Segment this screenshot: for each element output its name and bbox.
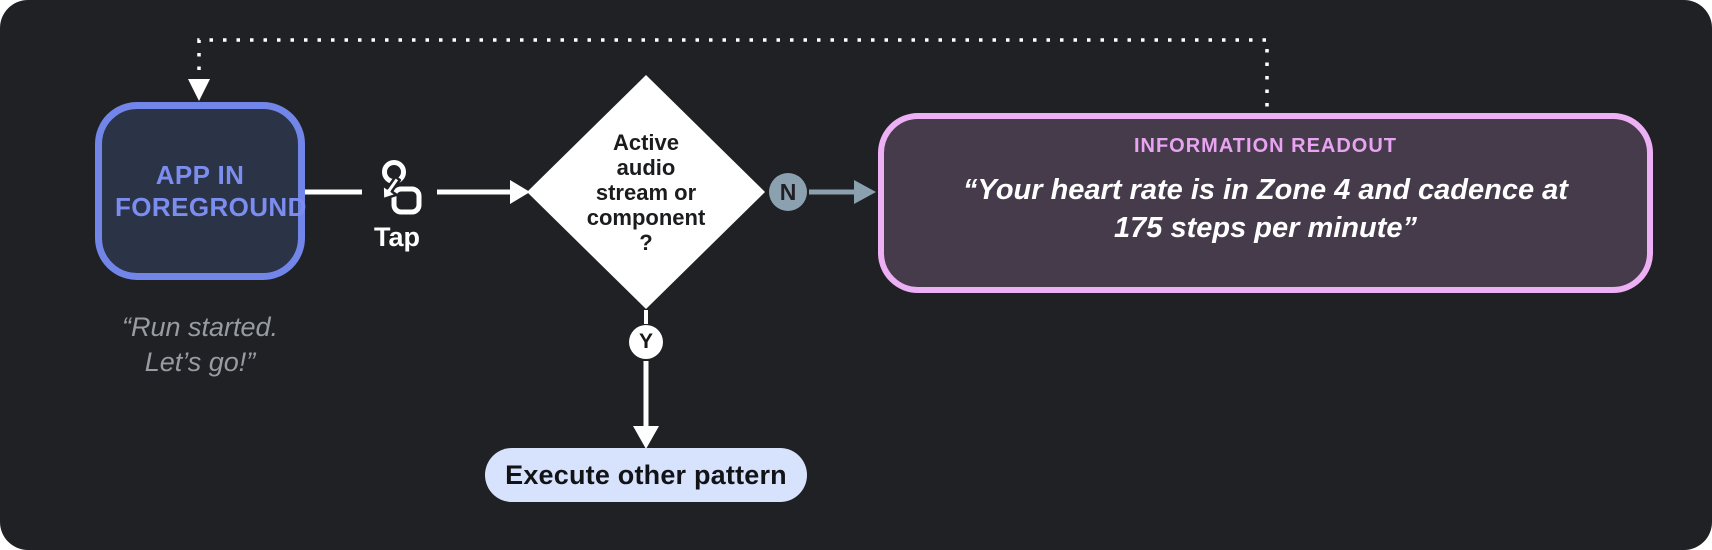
branch-no-badge: N [769,173,807,211]
feedback-arrowhead-icon [188,79,210,101]
decision-label: Active audio stream or component ? [561,130,731,255]
arrow-yes-to-action-head [633,426,659,449]
arrow-tap-to-decision-head [510,180,530,204]
information-readout-node: INFORMATION READOUT “Your heart rate is … [878,113,1653,293]
decision-line: stream or [595,180,697,205]
decision-line: audio [616,155,676,180]
arrow-no-to-readout-head [854,180,876,204]
app-foreground-label: APP IN FOREGROUND [115,159,307,223]
readout-quote: “Your heart rate is in Zone 4 and cadenc… [963,174,1568,244]
readout-title: INFORMATION READOUT [1133,135,1398,157]
tap-label: Tap [374,222,420,252]
action-pill: Execute other pattern [485,448,807,502]
decision-line: Active [612,130,680,155]
branch-yes-badge: Y [629,325,663,359]
action-pill-label: Execute other pattern [505,459,787,490]
decision-diamond [527,75,765,309]
app-voice-quote: “Run started. Let’s go!” [121,312,279,378]
feedback-dotted-connector [197,38,1269,111]
decision-line: component [586,205,706,230]
tap-gesture-icon [381,160,422,215]
decision-line: ? [639,230,653,255]
app-foreground-node: APP IN FOREGROUND [95,102,307,280]
